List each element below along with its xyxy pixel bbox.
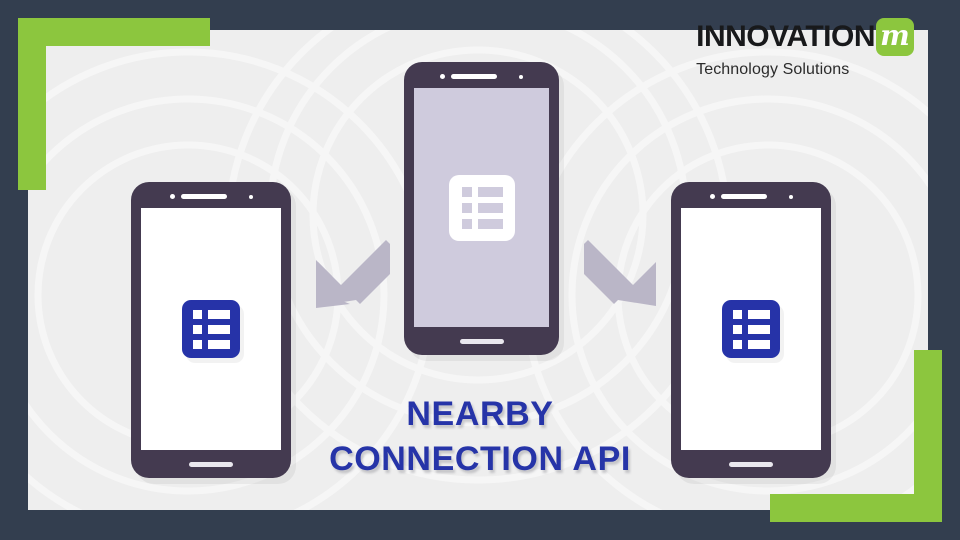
page-title-line-1: NEARBY bbox=[406, 395, 554, 433]
logo-wordmark-row: INNOVATION m bbox=[696, 18, 914, 56]
company-logo: INNOVATION m Technology Solutions bbox=[696, 18, 914, 79]
page-title: NEARBY CONNECTION API bbox=[0, 392, 960, 482]
list-icon-row bbox=[733, 339, 770, 349]
sensor-dot-icon bbox=[169, 194, 175, 199]
list-icon-row bbox=[193, 324, 230, 334]
home-indicator bbox=[189, 462, 233, 467]
phone-right[interactable] bbox=[671, 182, 831, 478]
phone-center-top-bar bbox=[404, 74, 559, 79]
home-indicator bbox=[459, 339, 504, 344]
list-icon-row bbox=[461, 186, 503, 197]
arrow-right-icon bbox=[584, 240, 656, 306]
list-icon-row bbox=[733, 309, 770, 319]
home-indicator bbox=[729, 462, 773, 467]
speaker-grille-icon bbox=[720, 194, 767, 199]
list-icon-row bbox=[461, 218, 503, 229]
camera-dot-icon bbox=[248, 194, 253, 199]
list-icon-row bbox=[193, 309, 230, 319]
logo-wordmark: INNOVATION bbox=[696, 20, 875, 53]
list-icon[interactable] bbox=[448, 174, 515, 241]
speaker-grille-icon bbox=[451, 74, 497, 79]
list-icon[interactable] bbox=[182, 300, 240, 358]
sensor-dot-icon bbox=[709, 194, 715, 199]
camera-dot-icon bbox=[519, 74, 523, 79]
speaker-grille-icon bbox=[180, 194, 227, 199]
sensor-dot-icon bbox=[440, 74, 445, 79]
camera-dot-icon bbox=[788, 194, 793, 199]
logo-m-badge-icon: m bbox=[876, 18, 914, 56]
page-title-line-2: CONNECTION API bbox=[329, 439, 631, 478]
list-icon-row bbox=[193, 339, 230, 349]
list-icon-row bbox=[733, 324, 770, 334]
phone-left-top-bar bbox=[131, 194, 291, 199]
list-icon-row bbox=[461, 202, 503, 213]
logo-tagline: Technology Solutions bbox=[696, 61, 850, 78]
arrow-left-icon bbox=[316, 240, 390, 308]
phone-left[interactable] bbox=[131, 182, 291, 478]
phone-right-screen[interactable] bbox=[681, 208, 821, 450]
phone-left-screen[interactable] bbox=[141, 208, 281, 450]
list-icon[interactable] bbox=[722, 300, 780, 358]
phone-center[interactable] bbox=[404, 62, 559, 355]
phone-center-screen[interactable] bbox=[414, 88, 549, 327]
phone-right-top-bar bbox=[671, 194, 831, 199]
